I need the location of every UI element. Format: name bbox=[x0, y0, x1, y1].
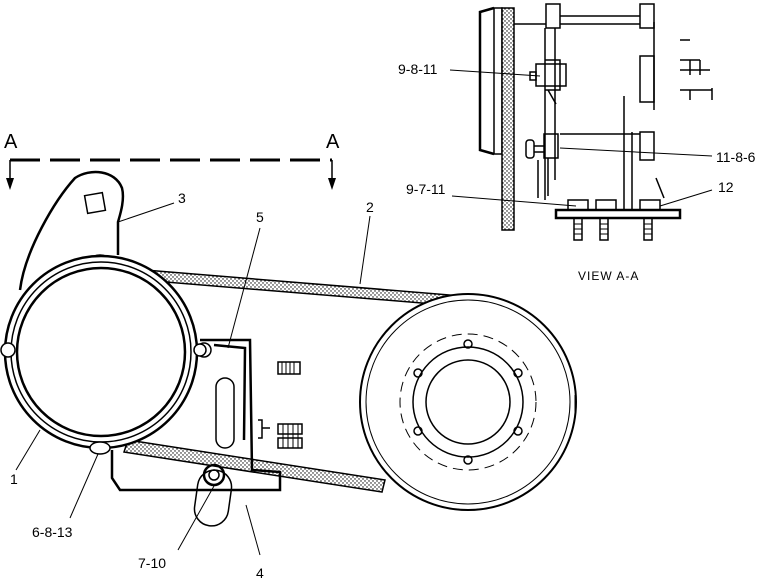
callout-11-8-6: 11-8-6 bbox=[716, 149, 756, 165]
terminal-block-upper bbox=[277, 361, 301, 375]
callout-9-8-11: 9-8-11 bbox=[398, 61, 438, 77]
view-title: VIEW A-A bbox=[578, 269, 639, 283]
alternator-pulley bbox=[0, 254, 207, 455]
callout-4: 4 bbox=[256, 565, 264, 580]
terminal-block-lower bbox=[258, 419, 303, 449]
callout-7-10: 7-10 bbox=[138, 555, 166, 571]
drive-pulley bbox=[359, 293, 577, 511]
section-line bbox=[6, 158, 336, 190]
callout-1: 1 bbox=[10, 471, 18, 487]
view-a-a-drawing bbox=[478, 3, 713, 241]
callout-12: 12 bbox=[718, 179, 734, 195]
section-marker-left: A bbox=[4, 131, 18, 153]
callout-6-8-13: 6-8-13 bbox=[32, 524, 73, 540]
mounting-plate bbox=[110, 338, 282, 527]
section-marker-right: A bbox=[326, 131, 340, 153]
callout-3: 3 bbox=[178, 190, 186, 206]
leader-lines bbox=[15, 202, 371, 556]
callout-2: 2 bbox=[366, 199, 374, 215]
view-leader-lines bbox=[449, 69, 713, 207]
callout-9-7-11: 9-7-11 bbox=[406, 181, 446, 197]
callout-5: 5 bbox=[256, 209, 264, 225]
